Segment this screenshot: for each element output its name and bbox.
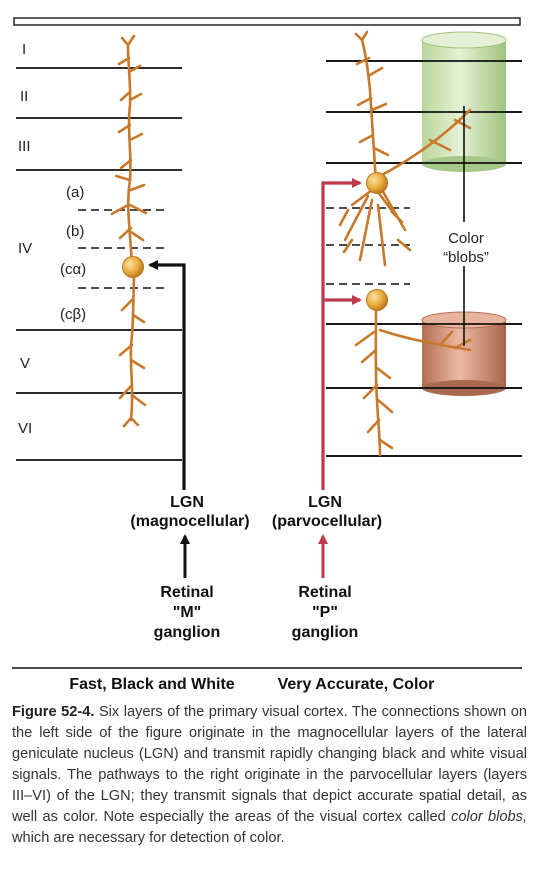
color-blobs-label-line2: “blobs” <box>443 249 489 266</box>
right-neuron-lower-soma <box>366 289 388 311</box>
layer-labels: I II III IV V VI <box>18 41 32 437</box>
layer-label-iv: IV <box>18 240 32 257</box>
layer-label-v: V <box>20 355 30 372</box>
lgn-labels: LGN (magnocellular) LGN (parvocellular) <box>130 494 382 530</box>
left-neuron <box>110 34 148 428</box>
figure-caption-italic: color blobs, <box>451 809 527 825</box>
color-blobs-callout: Color “blobs” <box>443 106 489 346</box>
retinal-p-line3: ganglion <box>292 624 359 641</box>
left-layer-lines <box>16 67 182 461</box>
color-blobs-label-line1: Color <box>448 230 484 247</box>
sublayer-labels: (a) (b) (cα) (cβ) <box>60 184 86 323</box>
figure-caption-label: Figure 52-4. <box>12 704 95 720</box>
cortex-surface-bar <box>13 17 521 26</box>
left-sublayer-lines <box>78 209 168 289</box>
footer-right-label: Very Accurate, Color <box>278 676 435 693</box>
lgn-right-title: LGN <box>308 494 342 511</box>
sublayer-label-a: (a) <box>66 184 84 201</box>
right-sublayer-lines <box>326 207 410 285</box>
retinal-m-line2: "M" <box>173 604 202 621</box>
right-layer-lines-overlay <box>326 60 522 457</box>
left-neuron-soma <box>122 256 144 278</box>
visual-cortex-diagram: I II III IV V VI (a) (b) (cα) (cβ) <box>12 17 522 693</box>
layer-label-iii: III <box>18 138 31 155</box>
figure-caption-text-1: Six layers of the primary visual cortex.… <box>12 704 527 825</box>
right-neuron-upper-soma <box>366 172 388 194</box>
lgn-left-subtitle: (magnocellular) <box>130 513 249 530</box>
retinal-m-line3: ganglion <box>154 624 221 641</box>
retinal-p-line1: Retinal <box>298 584 351 601</box>
parvocellular-pathway <box>318 178 362 578</box>
figure-caption-text-2: which are necessary for detection of col… <box>12 830 285 846</box>
layer-label-ii: II <box>20 88 28 105</box>
figure-caption: Figure 52-4. Six layers of the primary v… <box>12 702 527 849</box>
retinal-m-line1: Retinal <box>160 584 213 601</box>
sublayer-label-c-alpha: (cα) <box>60 261 86 278</box>
lgn-right-subtitle: (parvocellular) <box>272 513 382 530</box>
right-neurons <box>338 30 472 457</box>
retinal-labels: Retinal "M" ganglion Retinal "P" ganglio… <box>154 584 359 641</box>
retinal-p-line2: "P" <box>312 604 338 621</box>
footer-left-label: Fast, Black and White <box>69 676 234 693</box>
magnocellular-pathway <box>148 260 190 578</box>
sublayer-label-c-beta: (cβ) <box>60 306 86 323</box>
lgn-left-title: LGN <box>170 494 204 511</box>
layer-label-i: I <box>22 41 26 58</box>
layer-label-vi: VI <box>18 420 32 437</box>
sublayer-label-b: (b) <box>66 223 84 240</box>
